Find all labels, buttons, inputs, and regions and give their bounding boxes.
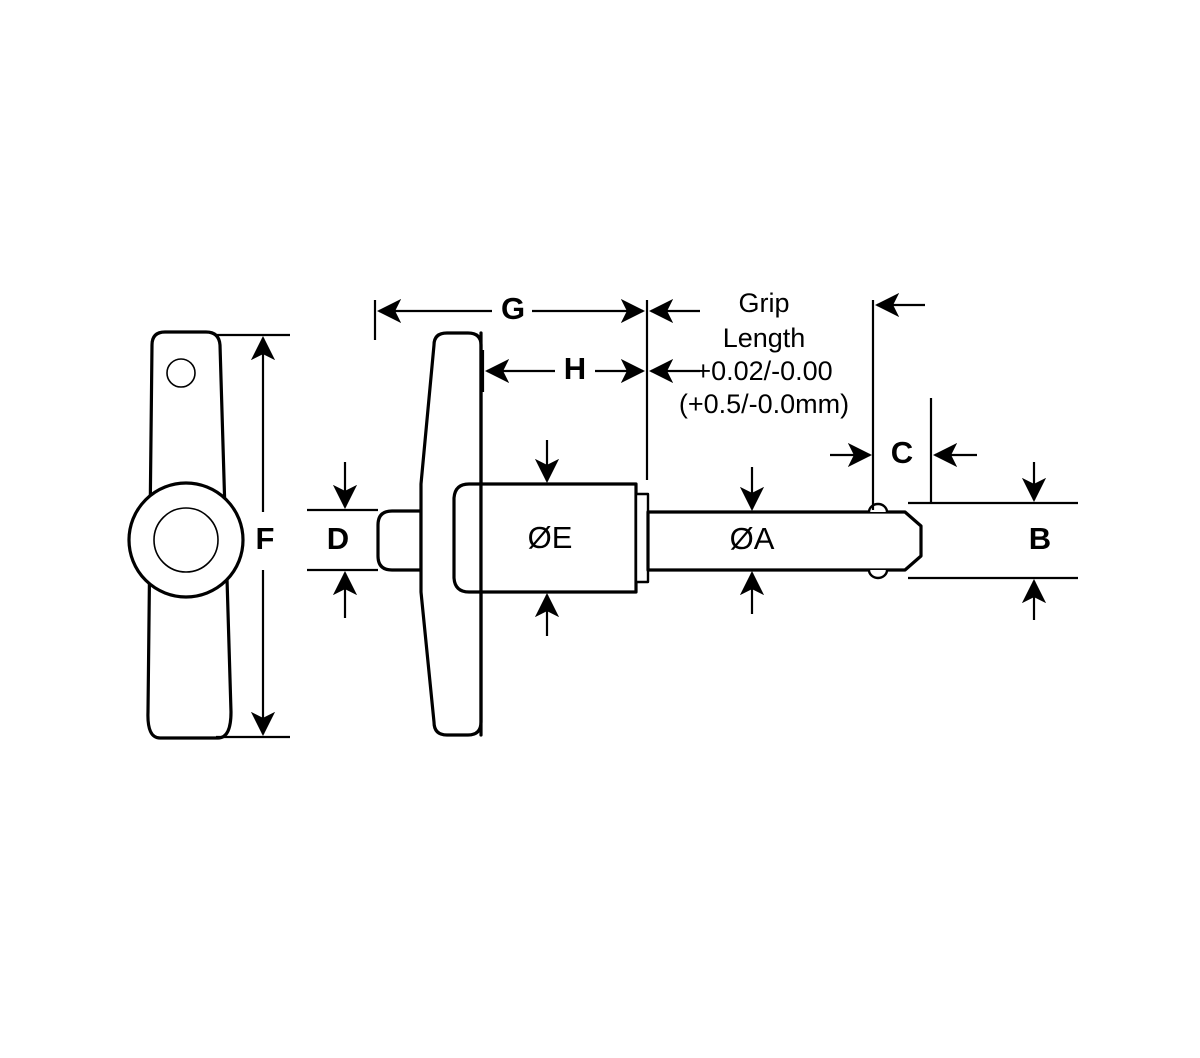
f-dimension-label: F [256,521,275,556]
dimension-h: H [481,350,646,392]
b-dimension-label: B [1029,521,1051,556]
release-button [376,509,423,572]
grip-length-note: Grip Length +0.02/-0.00 (+0.5/-0.0mm) [679,288,849,419]
a-dimension-label: ØA [730,521,775,556]
grip-length-line-4: (+0.5/-0.0mm) [679,389,849,419]
dimension-c: C [830,300,977,510]
handle-small-hole [166,358,196,388]
grip-length-dimension-arrows [648,292,925,384]
ball-detent-top [867,502,889,514]
dimension-a: ØA [730,467,775,614]
hub-outer-circle [127,481,245,599]
g-dimension-label: G [501,291,525,326]
dimension-e: ØE [528,440,573,636]
release-button-outline [376,509,423,572]
shank-section [646,502,923,580]
grip-length-line-2: Length [723,323,806,353]
ball-detent-bottom [867,568,889,580]
handle-side-outline [419,331,483,737]
g-label-backdrop [492,292,532,330]
h-label-backdrop [555,352,595,390]
f-label-backdrop [246,512,282,570]
h-dimension-label: H [564,351,586,386]
side-handle-profile [419,331,483,737]
dimension-f: F [216,333,290,739]
top-view-handle [127,330,245,740]
dimension-g: G [373,291,649,480]
shank-outline [646,510,923,572]
body-section [479,482,650,594]
d-dimension-label: D [327,521,349,556]
e-dimension-label: ØE [528,520,573,555]
grip-length-line-1: Grip [738,288,789,318]
collar-outline [634,492,650,584]
dimension-b: B [908,462,1078,620]
c-dimension-label: C [891,435,913,470]
grip-length-line-3: +0.02/-0.00 [695,356,832,386]
hub-inner-circle [153,507,219,573]
dimension-d: D [307,462,378,618]
